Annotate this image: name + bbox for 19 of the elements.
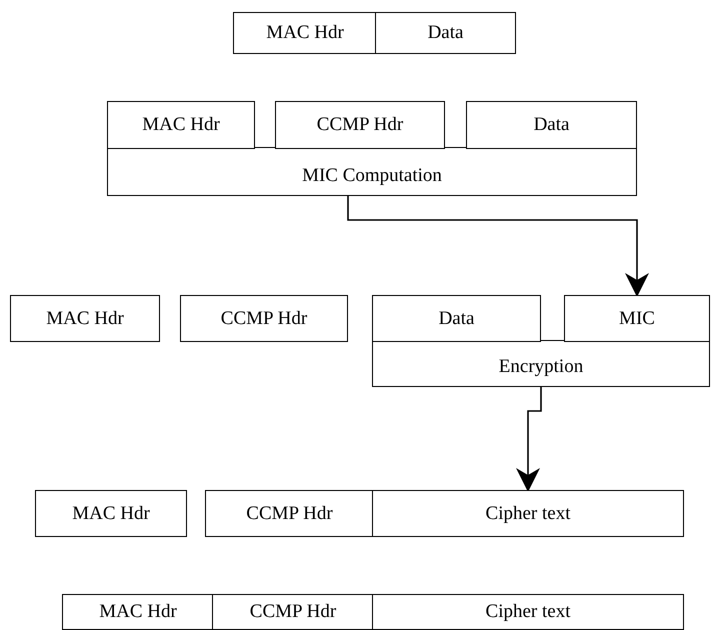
- header-field: CCMP Hdr: [205, 490, 374, 537]
- header-field: CCMP Hdr: [180, 295, 348, 342]
- data-field: Data: [466, 101, 637, 149]
- header-field: CCMP Hdr: [275, 101, 445, 149]
- mic-field: MIC: [564, 295, 710, 342]
- data-field: Data: [375, 12, 516, 54]
- data-field: Cipher text: [372, 594, 684, 630]
- header-field: CCMP Hdr: [212, 594, 374, 630]
- header-field: MAC Hdr: [35, 490, 187, 537]
- header-field: MAC Hdr: [10, 295, 160, 342]
- header-field: MAC Hdr: [107, 101, 255, 149]
- arrow: [516, 387, 542, 492]
- process-box: MIC Computation: [107, 147, 637, 196]
- arrow: [347, 196, 649, 297]
- process-box: Encryption: [372, 340, 710, 387]
- header-field: MAC Hdr: [233, 12, 377, 54]
- header-field: MAC Hdr: [62, 594, 214, 630]
- data-field: Cipher text: [372, 490, 684, 537]
- data-field: Data: [372, 295, 541, 342]
